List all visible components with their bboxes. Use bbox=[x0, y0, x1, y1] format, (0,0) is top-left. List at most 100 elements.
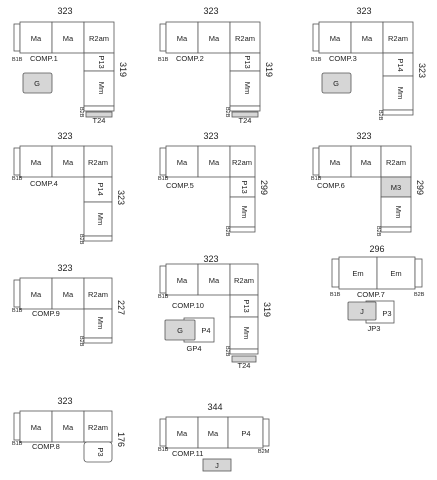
module-label: R2am bbox=[386, 158, 406, 167]
arm-left bbox=[13, 412, 21, 441]
module-seat bbox=[19, 145, 53, 178]
module-label: R2am bbox=[388, 34, 408, 43]
module-corner bbox=[83, 410, 113, 443]
ottoman-block bbox=[347, 301, 377, 321]
depth-dimension: 227 bbox=[116, 300, 126, 315]
arm-label: B2B bbox=[414, 292, 425, 298]
module-label: R2am bbox=[89, 34, 109, 43]
composition-comp11: 344 Ma Ma P4 B1B B2M COMP.11 J bbox=[158, 402, 270, 472]
module-label: Mm bbox=[97, 82, 106, 95]
composition-name: COMP.3 bbox=[329, 54, 357, 63]
depth-dimension: 176 bbox=[116, 432, 126, 447]
module-label: R2am bbox=[232, 158, 252, 167]
module-seat bbox=[197, 263, 231, 296]
module-label: Ma bbox=[361, 158, 372, 167]
composition-name: COMP.2 bbox=[176, 54, 204, 63]
width-dimension: 323 bbox=[203, 254, 218, 264]
arm-end bbox=[229, 348, 259, 355]
module-label: Ma bbox=[177, 158, 188, 167]
arm-left bbox=[159, 147, 167, 176]
module-label: P3 bbox=[96, 447, 105, 456]
module-label: M3 bbox=[391, 183, 401, 192]
module-label: R2am bbox=[88, 158, 108, 167]
arm-label: B2B bbox=[224, 226, 230, 237]
module-label: Mm bbox=[242, 327, 251, 340]
arm-left bbox=[312, 23, 320, 52]
arm-left bbox=[13, 279, 21, 308]
module-label: Ma bbox=[63, 423, 74, 432]
composition-comp4: 323 Ma Ma R2am P14 Mm B1B B2B COMP.4 323 bbox=[12, 131, 126, 245]
module-label: Ma bbox=[177, 429, 188, 438]
module-seat bbox=[376, 256, 416, 290]
arm-label: B2M bbox=[258, 449, 270, 455]
module-label: Mm bbox=[240, 206, 249, 219]
module-corner bbox=[380, 145, 412, 178]
width-dimension: 323 bbox=[57, 6, 72, 16]
arm-label: B1B bbox=[158, 294, 169, 300]
module-label: Ma bbox=[31, 158, 42, 167]
module-label: Ma bbox=[177, 276, 188, 285]
module-chaise bbox=[380, 196, 412, 228]
composition-name: COMP.1 bbox=[30, 54, 58, 63]
module-label: Ma bbox=[209, 158, 220, 167]
module-end bbox=[227, 416, 264, 449]
ottoman-label: G bbox=[34, 79, 40, 88]
module-label: P13 bbox=[240, 180, 249, 193]
arm-left bbox=[159, 418, 167, 447]
module-label: Mm bbox=[243, 82, 252, 95]
module-label: Ma bbox=[208, 429, 219, 438]
module-label: Ma bbox=[31, 290, 42, 299]
depth-dimension: 319 bbox=[262, 302, 272, 317]
composition-comp5: 323 Ma Ma R2am P13 Mm B1B B2B COMP.5 299 bbox=[158, 131, 269, 237]
width-dimension: 323 bbox=[203, 6, 218, 16]
width-dimension: 344 bbox=[207, 402, 222, 412]
width-dimension: 323 bbox=[57, 396, 72, 406]
width-dimension: 296 bbox=[369, 244, 384, 254]
arm-left bbox=[331, 258, 340, 288]
ottoman-block bbox=[164, 319, 196, 341]
module-label: R2am bbox=[88, 423, 108, 432]
composition-name: COMP.11 bbox=[172, 449, 203, 458]
module-chaise bbox=[229, 196, 256, 228]
module-label: Mm bbox=[96, 213, 105, 226]
module-label: Ma bbox=[31, 34, 42, 43]
ottoman-label: G bbox=[333, 79, 339, 88]
module-seat bbox=[350, 145, 382, 178]
module-seat bbox=[318, 145, 352, 178]
composition-name: COMP.8 bbox=[32, 442, 60, 451]
module-label: Em bbox=[390, 269, 401, 278]
arm-label: B1B bbox=[330, 292, 341, 298]
module-corner bbox=[229, 145, 256, 178]
module-seat bbox=[19, 410, 53, 443]
width-dimension: 323 bbox=[356, 6, 371, 16]
module-seat bbox=[19, 277, 53, 310]
composition-comp9: 323 Ma Ma R2am Mm B1B B2B COMP.9 227 bbox=[12, 263, 126, 347]
module-label: Ma bbox=[330, 34, 341, 43]
module-label: Ma bbox=[209, 276, 220, 285]
module-label: P13 bbox=[97, 55, 106, 68]
module-label: Ma bbox=[63, 290, 74, 299]
module-label: P14 bbox=[96, 182, 105, 195]
table-block bbox=[85, 111, 113, 118]
table-label: T24 bbox=[93, 116, 106, 125]
module-label: P13 bbox=[243, 55, 252, 68]
arm-label: B2B bbox=[375, 226, 381, 237]
module-label: Ma bbox=[63, 158, 74, 167]
ottoman-block bbox=[202, 458, 232, 472]
pouf-label: P4 bbox=[201, 326, 210, 335]
group-label: GP4 bbox=[186, 344, 201, 353]
arm-left bbox=[13, 147, 21, 176]
arm-label: B2B bbox=[377, 110, 383, 121]
module-label: Ma bbox=[209, 34, 220, 43]
arm-left bbox=[159, 23, 167, 52]
ottoman-label: J bbox=[360, 307, 364, 316]
module-seat bbox=[19, 21, 53, 54]
width-dimension: 323 bbox=[356, 131, 371, 141]
composition-comp2: 323 Ma Ma R2am P13 Mm B1B B2B COMP.2 319… bbox=[158, 6, 274, 125]
table-label: T24 bbox=[238, 361, 251, 370]
arm-end bbox=[382, 109, 414, 116]
module-seat bbox=[197, 416, 229, 449]
module-label: R2am bbox=[234, 276, 254, 285]
module-label: Ma bbox=[31, 423, 42, 432]
